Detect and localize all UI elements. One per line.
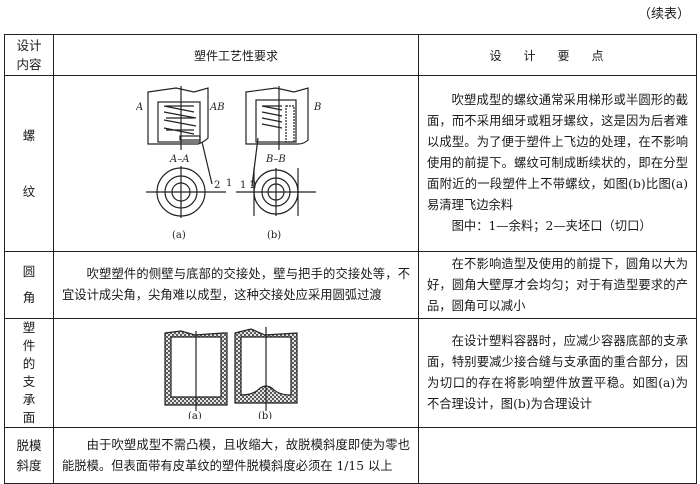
fig-b-body <box>245 86 309 145</box>
fillet-requirement: 吹塑塑件的侧壁与底部的交接处，壁与把手的交接处等，不宜设计成尖角，尖角难以成型，… <box>53 251 419 319</box>
svg-text:A–A: A–A <box>169 154 189 165</box>
svg-text:(a): (a) <box>172 230 186 241</box>
svg-text:2: 2 <box>250 180 256 191</box>
header-design-content: 设计内容 <box>4 34 54 76</box>
svg-text:(a): (a) <box>188 411 202 419</box>
support-figure-cell: (a) (b) <box>53 318 419 428</box>
support-figure: (a) (b) <box>164 327 298 419</box>
thread-lines <box>163 104 197 135</box>
container-a <box>164 330 228 406</box>
svg-text:A: A <box>136 102 143 113</box>
svg-text:AB: AB <box>209 102 225 113</box>
support-design-points: 在设计塑料容器时，应减少容器底部的支承面，特别要减少接合缝与支承面的重合部分，因… <box>418 318 697 428</box>
svg-text:B–B: B–B <box>265 154 286 165</box>
svg-text:1: 1 <box>226 178 232 189</box>
draft-requirement: 由于吹塑成型不需凸模，且收缩大，故脱模斜度即使为零也能脱模。但表面带有皮革纹的塑… <box>53 427 419 484</box>
row-topic: 塑件的支承面 <box>4 318 54 428</box>
table-row: 脱模斜度 由于吹塑成型不需凸模，且收缩大，故脱模斜度即使为零也能脱模。但表面带有… <box>4 427 697 484</box>
table-row: 圆角 吹塑塑件的侧壁与底部的交接处，壁与把手的交接处等，不宜设计成尖角，尖角难以… <box>4 251 697 319</box>
table-row: 螺纹 <box>4 75 697 252</box>
table-row: 塑件的支承面 (a) (b) 在设计塑料容器时，应减少容器底部的支承面，特别要减… <box>4 318 697 428</box>
svg-text:(b): (b) <box>258 411 272 419</box>
svg-text:2: 2 <box>214 180 220 191</box>
draft-design-points <box>418 427 697 484</box>
svg-text:(b): (b) <box>267 230 281 241</box>
header-design-points: 设计要点 <box>418 34 697 76</box>
row-topic: 脱模斜度 <box>4 427 54 484</box>
thread-figure: A AB B A–A B–B 2 1 1 2 (a) (b) <box>136 85 321 241</box>
design-table: 设计内容 塑件工艺性要求 设计要点 螺纹 <box>4 34 697 484</box>
table-header-row: 设计内容 塑件工艺性要求 设计要点 <box>4 34 697 76</box>
fillet-design-points: 在不影响造型及使用的前提下，圆角以大为好，圆角大壁厚才会均匀；对于有造型要求的产… <box>418 251 697 319</box>
thread-design-points: 吹塑成型的螺纹通常采用梯形或半圆形的截面，而不采用细牙或粗牙螺纹，这是因为后者难… <box>418 75 697 252</box>
row-topic: 圆角 <box>4 251 54 319</box>
header-requirement: 塑件工艺性要求 <box>53 34 419 76</box>
thread-figure-cell: A AB B A–A B–B 2 1 1 2 (a) (b) <box>53 75 419 252</box>
svg-text:B: B <box>313 102 321 113</box>
continued-label: （续表） <box>637 7 690 22</box>
svg-text:1: 1 <box>240 180 246 191</box>
fig-a-body <box>147 86 209 145</box>
row-topic: 螺纹 <box>4 75 54 252</box>
